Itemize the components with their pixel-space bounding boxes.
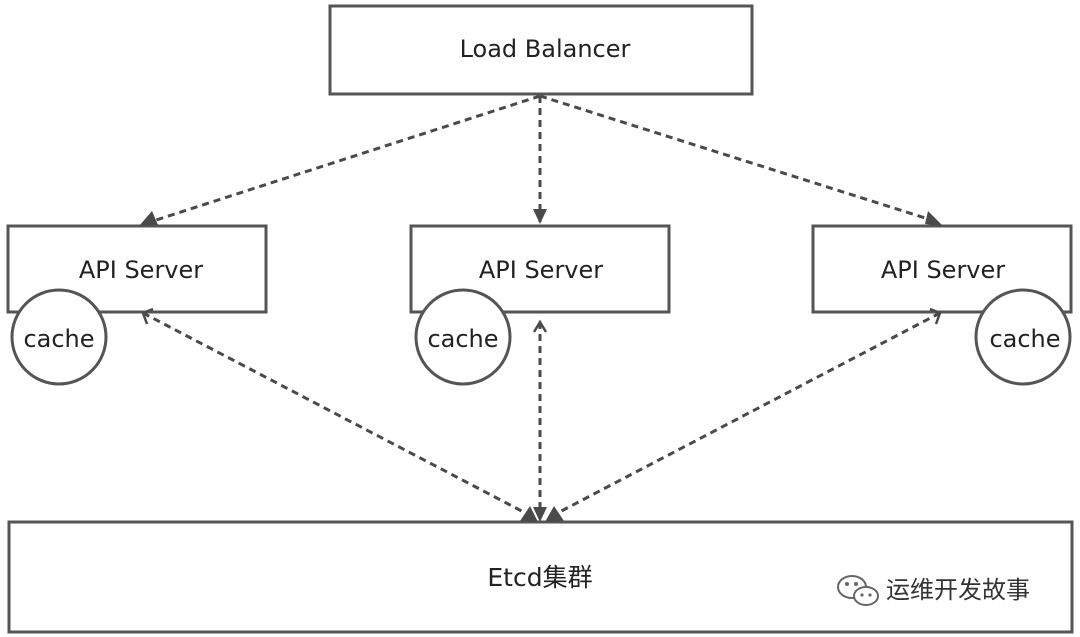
lb-to-api-edges bbox=[149, 94, 939, 224]
watermark-text: 运维开发故事 bbox=[886, 576, 1030, 604]
watermark: 运维开发故事 bbox=[837, 575, 1030, 606]
api-server-box-3 bbox=[811, 224, 1073, 314]
arrowhead-etcd-from-1 bbox=[520, 506, 538, 522]
edge-lb-to-api-server-3 bbox=[539, 94, 939, 224]
cache-circle-2 bbox=[414, 288, 512, 386]
arrowhead-api-server-1-in bbox=[139, 211, 158, 226]
cache-label-1: cache bbox=[23, 325, 94, 353]
arrowhead-etcd-from-2 bbox=[533, 507, 547, 522]
api-server-box-2 bbox=[409, 224, 671, 314]
arrowhead-etcd-from-3 bbox=[545, 506, 564, 522]
cache-label-2: cache bbox=[427, 325, 498, 353]
api-server-label-2: API Server bbox=[479, 256, 603, 284]
cache-circle-3 bbox=[974, 288, 1072, 386]
arrowhead-api-server-3-return bbox=[929, 307, 942, 325]
api-server-label-3: API Server bbox=[881, 256, 1005, 284]
arrowhead-api-server-1-return bbox=[141, 307, 154, 325]
load-balancer-box bbox=[328, 4, 754, 96]
cache-label-3: cache bbox=[989, 325, 1060, 353]
edge-api-server-3-to-etcd bbox=[547, 311, 941, 520]
cache-circle-1 bbox=[10, 288, 108, 386]
edge-lb-to-api-server-1 bbox=[149, 94, 541, 224]
wechat-icon bbox=[837, 575, 879, 606]
edge-api-server-1-to-etcd bbox=[142, 311, 536, 520]
arrowhead-api-server-3-in bbox=[925, 211, 943, 226]
load-balancer-label: Load Balancer bbox=[460, 35, 631, 63]
arrowhead-api-server-2-in bbox=[533, 209, 547, 224]
etcd-cluster-box bbox=[7, 520, 1074, 634]
etcd-cluster-label: Etcd集群 bbox=[487, 563, 592, 592]
arrowhead-api-server-2-return bbox=[532, 319, 548, 333]
api-server-label-1: API Server bbox=[79, 256, 203, 284]
api-to-etcd-edges bbox=[142, 311, 941, 520]
